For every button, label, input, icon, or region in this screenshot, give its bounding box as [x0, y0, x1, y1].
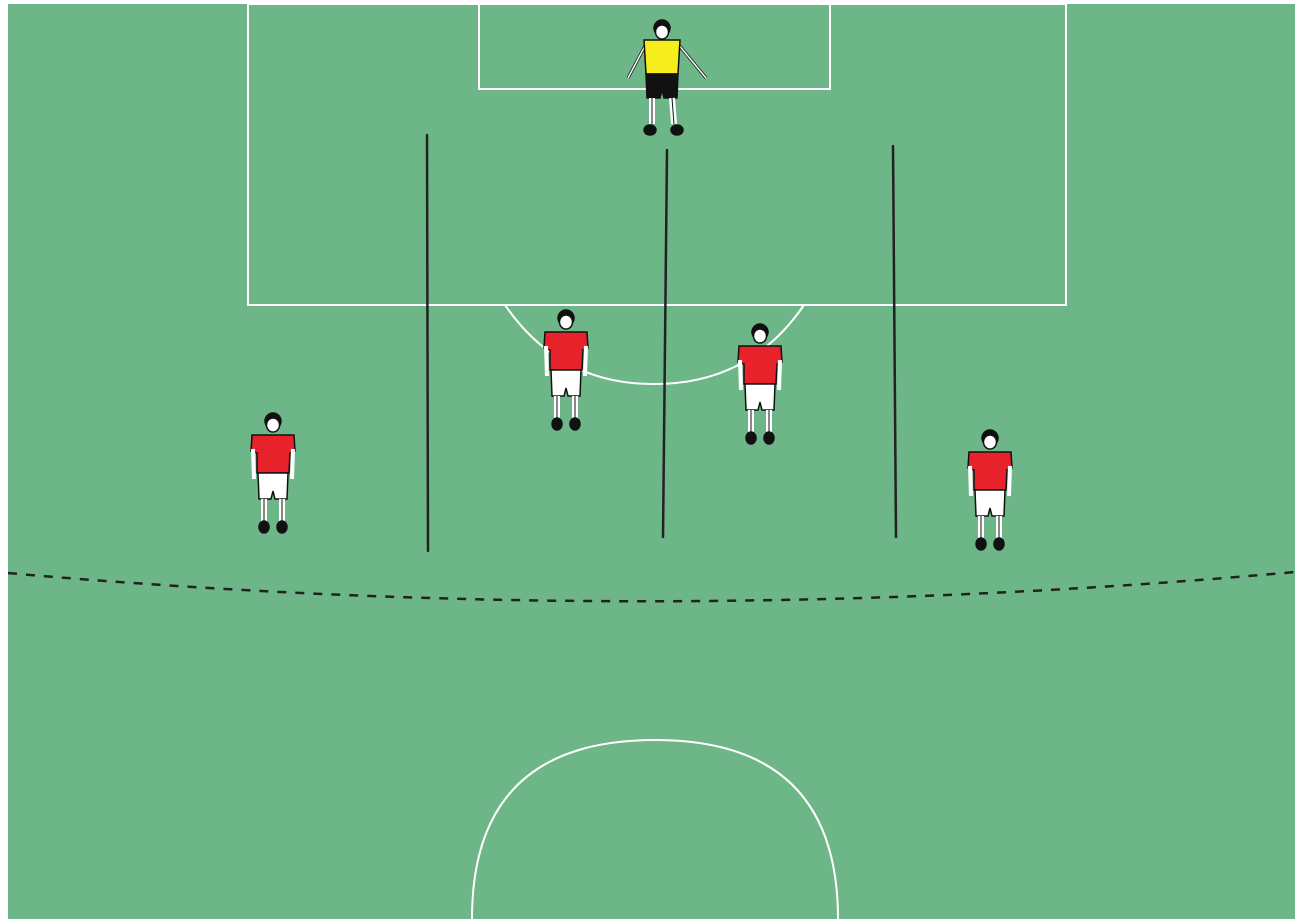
pitch-grass: [8, 4, 1295, 919]
zone-line-left: [427, 135, 428, 551]
